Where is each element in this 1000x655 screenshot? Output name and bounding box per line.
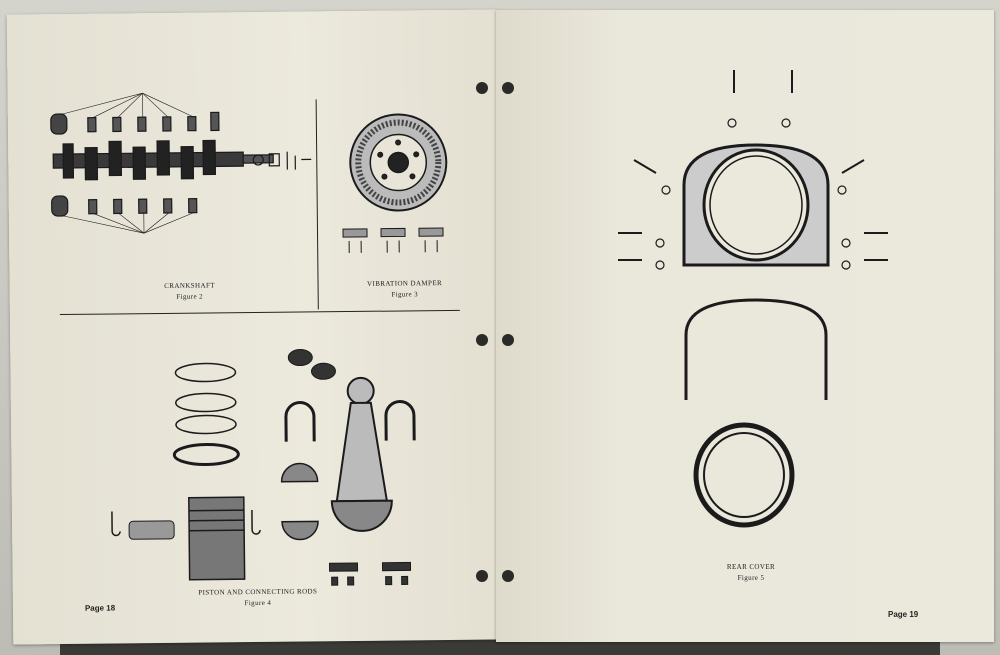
- rod-bolts: [284, 400, 416, 442]
- rear-main-seal: [693, 422, 795, 528]
- rear-cover-bolts: [618, 70, 888, 261]
- rear-cover-illustration: [618, 70, 888, 528]
- crankshaft-body: [52, 139, 274, 181]
- page-number-left: Page 18: [84, 603, 116, 613]
- crankshaft-small-parts: [252, 151, 312, 170]
- lower-rod-shells: [280, 462, 319, 541]
- figure-5-label: Figure 5: [737, 574, 765, 582]
- figure-2-title: CRANKSHAFT: [164, 281, 215, 290]
- figure-2-caption: CRANKSHAFT Figure 2: [130, 280, 250, 303]
- piston-pin-clip-right: [251, 510, 261, 535]
- rear-cover-gasket: [684, 298, 828, 400]
- vertical-divider: [315, 99, 319, 310]
- rod-bearing-shells: [287, 349, 336, 380]
- horizontal-divider: [59, 309, 460, 316]
- binder-hole: [502, 570, 514, 582]
- figure-3-title: VIBRATION DAMPER: [366, 279, 443, 288]
- rod-nuts: [328, 561, 412, 586]
- binder-hole: [476, 570, 488, 582]
- piston: [188, 496, 246, 581]
- piston-rings: [172, 362, 240, 467]
- piston-pin: [128, 520, 175, 540]
- figure-3-label: Figure 3: [391, 290, 419, 299]
- piston-connecting-rod-illustration: [111, 349, 416, 586]
- connecting-rod: [330, 376, 393, 532]
- rear-cover-washers: [655, 118, 851, 270]
- figure-2-label: Figure 2: [176, 292, 204, 301]
- right-page: REAR COVER Figure 5 Page 19: [476, 10, 994, 642]
- left-page: CRANKSHAFT Figure 2: [6, 9, 506, 645]
- figure-5-title: REAR COVER: [726, 563, 776, 571]
- binder-hole: [476, 82, 488, 94]
- figure-4-label: Figure 4: [244, 598, 272, 608]
- page-number-right: Page 19: [888, 610, 919, 619]
- binder-hole: [502, 334, 514, 346]
- figure-4-title: PISTON and CONNECTING RODS: [198, 587, 318, 597]
- crankshaft-illustration: [50, 92, 312, 234]
- vibration-damper-illustration: [342, 113, 448, 254]
- rear-cover-housing: [682, 143, 830, 267]
- lower-bearing-shells: [51, 195, 198, 217]
- damper-weights: [342, 227, 444, 254]
- figure-4-caption: PISTON and CONNECTING RODS Figure 4: [163, 586, 353, 610]
- figure-3-caption: VIBRATION DAMPER Figure 3: [335, 278, 475, 301]
- crankshaft-leader-lines: [62, 92, 194, 234]
- binder-hole: [502, 82, 514, 94]
- upper-bearing-shells: [50, 111, 220, 135]
- binder-hole: [476, 334, 488, 346]
- piston-pin-clip-left: [111, 511, 121, 537]
- figure-5-caption: REAR COVER Figure 5: [691, 562, 811, 584]
